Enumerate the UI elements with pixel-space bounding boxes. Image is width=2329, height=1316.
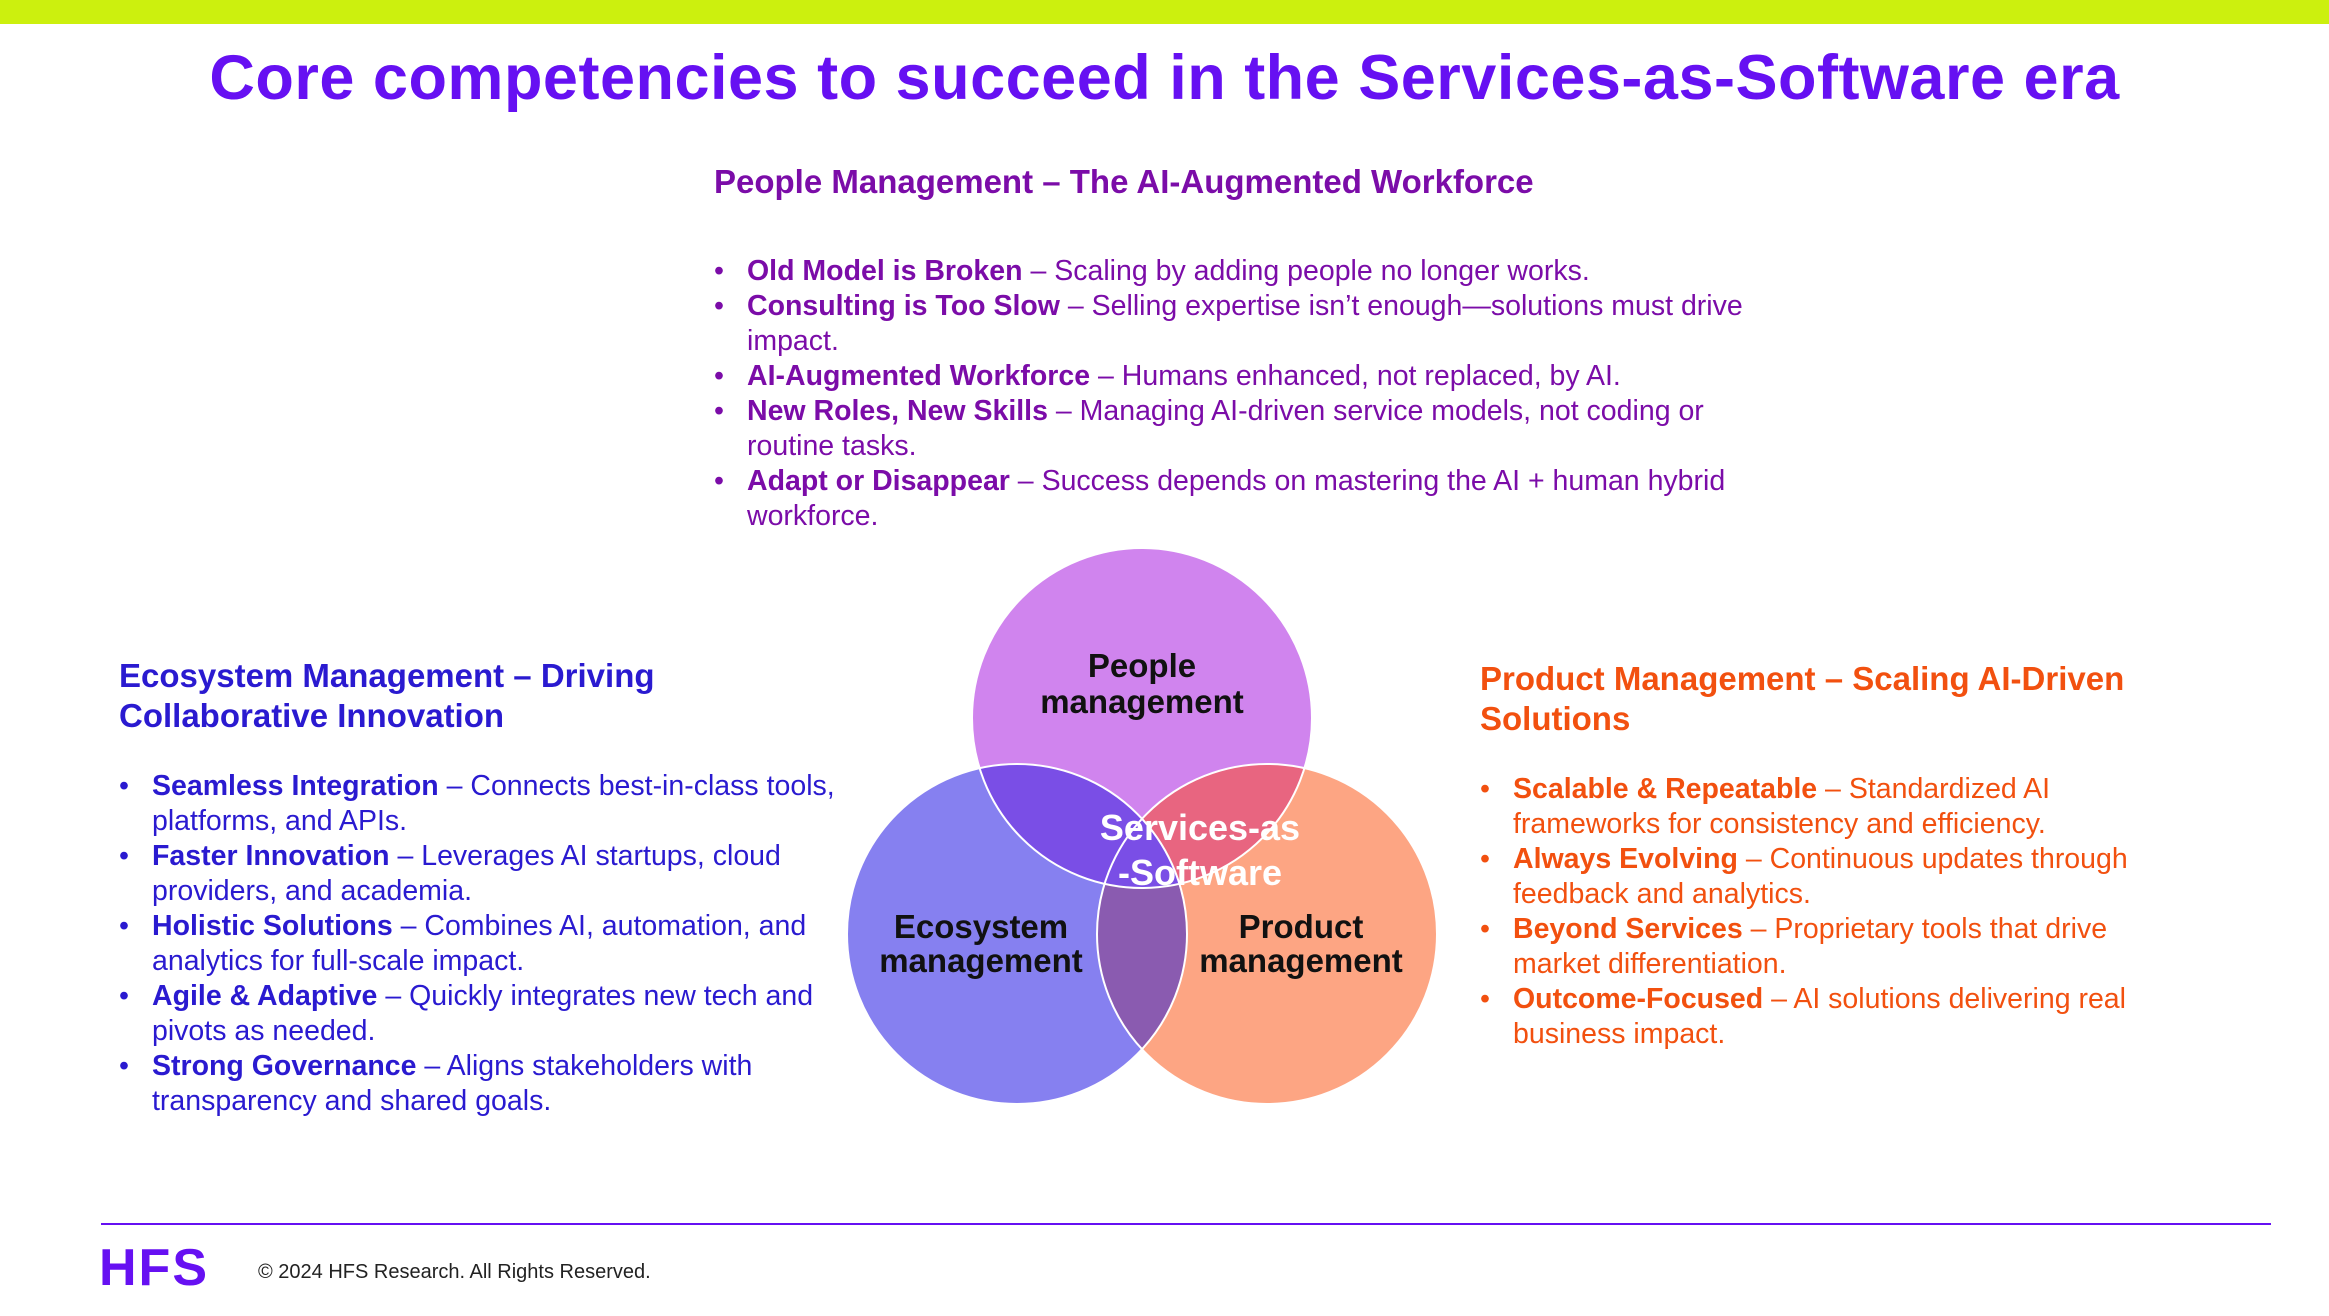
- ecosystem-label-line2: management: [879, 942, 1083, 979]
- bullet-title: Agile & Adaptive: [152, 980, 378, 1012]
- people-management-section: People Management – The AI-Augmented Wor…: [714, 162, 1774, 534]
- bullet-text: – Proprietary tools that drive market di…: [1513, 913, 2108, 980]
- ecosystem-heading: Ecosystem Management – Driving Collabora…: [119, 657, 655, 734]
- people-circle-outline: [971, 547, 1313, 889]
- bullet-text: – Selling expertise isn’t enough—solutio…: [747, 290, 1743, 357]
- footer-divider: [101, 1223, 2271, 1225]
- bullet-title: Consulting is Too Slow: [747, 290, 1060, 322]
- bullet-text: – Quickly integrates new tech and pivots…: [152, 980, 814, 1047]
- page-title: Core competencies to succeed in the Serv…: [209, 43, 2120, 113]
- bullet-item: Old Model is Broken – Scaling by adding …: [714, 254, 1774, 289]
- bullet-text: – Humans enhanced, not replaced, by AI.: [1090, 360, 1621, 392]
- bullet-item: Outcome-Focused – AI solutions deliverin…: [1480, 982, 2200, 1052]
- bullet-item: New Roles, New Skills – Managing AI-driv…: [714, 394, 1774, 464]
- bullet-title: Beyond Services: [1513, 913, 1743, 945]
- bullet-item: Strong Governance – Aligns stakeholders …: [119, 1049, 839, 1119]
- people-heading: People Management – The AI-Augmented Wor…: [714, 163, 1534, 200]
- bullet-title: Adapt or Disappear: [747, 465, 1010, 497]
- ecosystem-management-section: Ecosystem Management – Driving Collabora…: [119, 656, 839, 1119]
- center-label-line2: -Software: [1118, 852, 1282, 893]
- bullet-item: Agile & Adaptive – Quickly integrates ne…: [119, 979, 839, 1049]
- product-bullet-list: Scalable & Repeatable – Standardized AI …: [1480, 772, 2200, 1052]
- bullet-text: – Continuous updates through feedback an…: [1513, 843, 2128, 910]
- bullet-title: Strong Governance: [152, 1050, 417, 1082]
- product-circle-outline: [1096, 763, 1438, 1105]
- bullet-title: Holistic Solutions: [152, 910, 393, 942]
- bullet-item: Scalable & Repeatable – Standardized AI …: [1480, 772, 2200, 842]
- ecosystem-bullet-list: Seamless Integration – Connects best-in-…: [119, 769, 839, 1119]
- bullet-text: – AI solutions delivering real business …: [1513, 983, 2126, 1050]
- copyright-text: © 2024 HFS Research. All Rights Reserved…: [258, 1261, 651, 1283]
- center-label-line1: Services-as: [1100, 807, 1300, 848]
- bullet-text: – Standardized AI frameworks for consist…: [1513, 773, 2051, 840]
- bullet-item: Consulting is Too Slow – Selling experti…: [714, 289, 1774, 359]
- people-product-overlap: [1097, 764, 1312, 888]
- bullet-title: Old Model is Broken: [747, 255, 1023, 287]
- bullet-title: Always Evolving: [1513, 843, 1738, 875]
- hfs-logo: HFS: [99, 1239, 209, 1297]
- product-management-section: Product Management – Scaling AI-Driven S…: [1480, 659, 2200, 1052]
- ecosystem-product-overlap: [1097, 764, 1187, 1104]
- bullet-title: Scalable & Repeatable: [1513, 773, 1818, 805]
- bullet-title: Seamless Integration: [152, 770, 439, 802]
- product-label-line1: Product: [1239, 908, 1364, 945]
- bullet-title: Outcome-Focused: [1513, 983, 1764, 1015]
- bullet-item: AI-Augmented Workforce – Humans enhanced…: [714, 359, 1774, 394]
- people-label-line1: People: [1088, 647, 1196, 684]
- bullet-text: – Leverages AI startups, cloud providers…: [152, 840, 781, 907]
- product-heading: Product Management – Scaling AI-Driven S…: [1480, 660, 2125, 737]
- bullet-item: Seamless Integration – Connects best-in-…: [119, 769, 839, 839]
- ecosystem-label-line1: Ecosystem: [894, 908, 1068, 945]
- bullet-title: Faster Innovation: [152, 840, 390, 872]
- bullet-item: Holistic Solutions – Combines AI, automa…: [119, 909, 839, 979]
- people-label-line2: management: [1040, 683, 1244, 720]
- accent-bar: [0, 0, 2329, 24]
- product-circle: [1097, 764, 1437, 1104]
- ecosystem-circle-outline: [846, 763, 1188, 1105]
- bullet-text: – Success depends on mastering the AI + …: [747, 465, 1726, 532]
- bullet-item: Always Evolving – Continuous updates thr…: [1480, 842, 2200, 912]
- people-ecosystem-overlap: [972, 764, 1187, 888]
- bullet-item: Faster Innovation – Leverages AI startup…: [119, 839, 839, 909]
- bullet-text: – Connects best-in-class tools, platform…: [152, 770, 835, 837]
- people-bullet-list: Old Model is Broken – Scaling by adding …: [714, 254, 1774, 534]
- bullet-text: – Scaling by adding people no longer wor…: [1022, 255, 1590, 287]
- ecosystem-circle: [847, 764, 1187, 1104]
- bullet-item: Beyond Services – Proprietary tools that…: [1480, 912, 2200, 982]
- bullet-title: New Roles, New Skills: [747, 395, 1048, 427]
- bullet-text: – Managing AI-driven service models, not…: [747, 395, 1704, 462]
- bullet-title: AI-Augmented Workforce: [747, 360, 1091, 392]
- bullet-item: Adapt or Disappear – Success depends on …: [714, 464, 1774, 534]
- center-overlap: [1097, 764, 1187, 888]
- bullet-text: – Combines AI, automation, and analytics…: [152, 910, 807, 977]
- people-circle: [972, 548, 1312, 888]
- product-label-line2: management: [1199, 942, 1403, 979]
- bullet-text: – Aligns stakeholders with transparency …: [152, 1050, 753, 1117]
